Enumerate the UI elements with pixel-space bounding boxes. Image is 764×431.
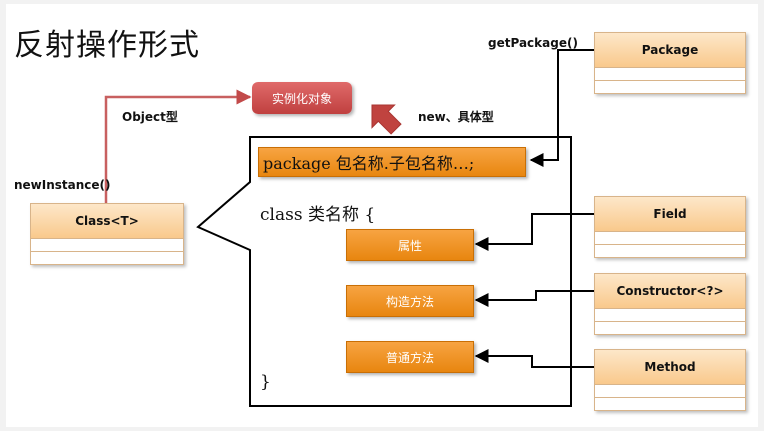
method-class-label: Method xyxy=(595,350,745,385)
package-line: package 包名称.子包名称…; xyxy=(258,147,526,177)
field-class-box: Field xyxy=(594,196,746,258)
package-class-label: Package xyxy=(595,33,745,68)
class-close-brace: } xyxy=(260,372,271,392)
constructor-arrow xyxy=(474,290,594,307)
class-t-box: Class<T> xyxy=(30,203,184,265)
method-class-box: Method xyxy=(594,349,746,411)
new-instance-arrow xyxy=(104,89,252,203)
class-t-label: Class<T> xyxy=(31,204,183,239)
new-instance-label: newInstance() xyxy=(14,178,111,192)
method-arrow xyxy=(474,349,594,368)
field-class-label: Field xyxy=(595,197,745,232)
constructor-class-box: Constructor<?> xyxy=(594,273,746,335)
instantiate-object-box: 实例化对象 xyxy=(252,82,352,114)
constructor-method-box: 构造方法 xyxy=(346,285,474,317)
attribute-box: 属性 xyxy=(346,229,474,261)
new-concrete-label: new、具体型 xyxy=(418,110,494,124)
class-declaration: class 类名称 { xyxy=(260,205,376,225)
page-title: 反射操作形式 xyxy=(14,28,200,63)
object-type-label: Object型 xyxy=(122,110,178,124)
normal-method-box: 普通方法 xyxy=(346,341,474,373)
field-arrow xyxy=(474,213,594,251)
get-package-label: getPackage() xyxy=(488,36,578,50)
package-class-box: Package xyxy=(594,32,746,94)
constructor-class-label: Constructor<?> xyxy=(595,274,745,309)
get-package-arrow xyxy=(529,49,594,167)
code-callout-outline xyxy=(196,136,572,407)
